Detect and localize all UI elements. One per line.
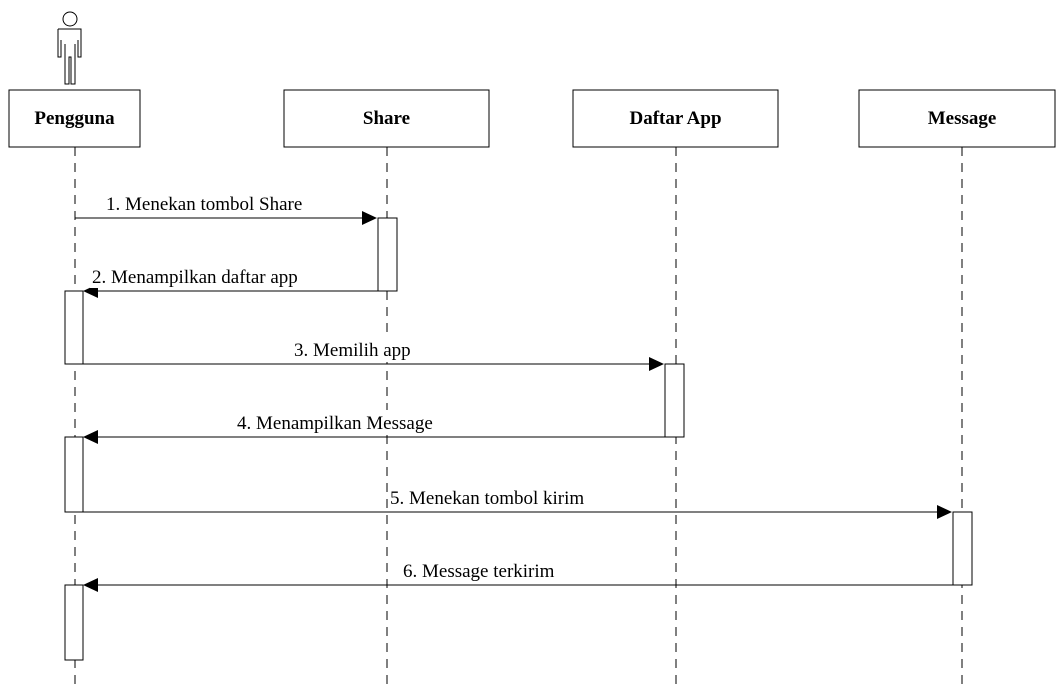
label-background — [388, 485, 646, 509]
lifeline-pengguna: Pengguna — [8, 89, 141, 689]
arrow-head-icon — [83, 578, 98, 592]
lifeline-box — [858, 89, 1056, 148]
arrow-head-icon — [937, 505, 952, 519]
label-background — [235, 410, 501, 435]
label-background — [90, 264, 362, 288]
lifeline-share: Share — [283, 89, 490, 689]
arrow-head-icon — [83, 430, 98, 444]
message-label: 4. Menampilkan Message — [237, 413, 433, 434]
message-5: 5. Menekan tombol kirim — [83, 485, 952, 519]
message-6: 6. Message terkirim — [83, 558, 953, 592]
lifeline-message: Message — [858, 89, 1056, 689]
actor-icon — [57, 11, 82, 85]
message-label: 6. Message terkirim — [403, 561, 555, 582]
arrow-head-icon — [362, 211, 377, 225]
label-background — [104, 191, 352, 215]
message-4: 4. Menampilkan Message — [83, 410, 665, 444]
activation-bar — [952, 511, 973, 586]
lifeline-title: Share — [363, 108, 410, 129]
lifeline-title: Daftar App — [629, 108, 721, 129]
label-background — [401, 558, 606, 582]
arrow-head-icon — [649, 357, 664, 371]
label-background — [292, 337, 448, 362]
activation-bar — [64, 290, 84, 365]
lifeline-title: Pengguna — [34, 108, 115, 129]
message-label: 5. Menekan tombol kirim — [390, 488, 584, 509]
message-1: 1. Menekan tombol Share — [75, 191, 377, 225]
lifeline-daftar-app: Daftar App — [572, 89, 779, 689]
lifeline-box — [572, 89, 779, 148]
activation-bar — [377, 217, 398, 292]
lifeline-box — [8, 89, 141, 148]
message-label: 2. Menampilkan daftar app — [92, 267, 298, 288]
lifeline-box — [283, 89, 490, 148]
message-label: 1. Menekan tombol Share — [106, 194, 302, 215]
message-label: 3. Memilih app — [294, 340, 411, 361]
message-3: 3. Memilih app — [83, 337, 664, 371]
lifeline-title: Message — [928, 108, 997, 129]
activation-bar — [664, 363, 685, 438]
activation-bar — [64, 584, 84, 661]
activation-bar — [64, 436, 84, 513]
message-2: 2. Menampilkan daftar app — [83, 264, 378, 298]
